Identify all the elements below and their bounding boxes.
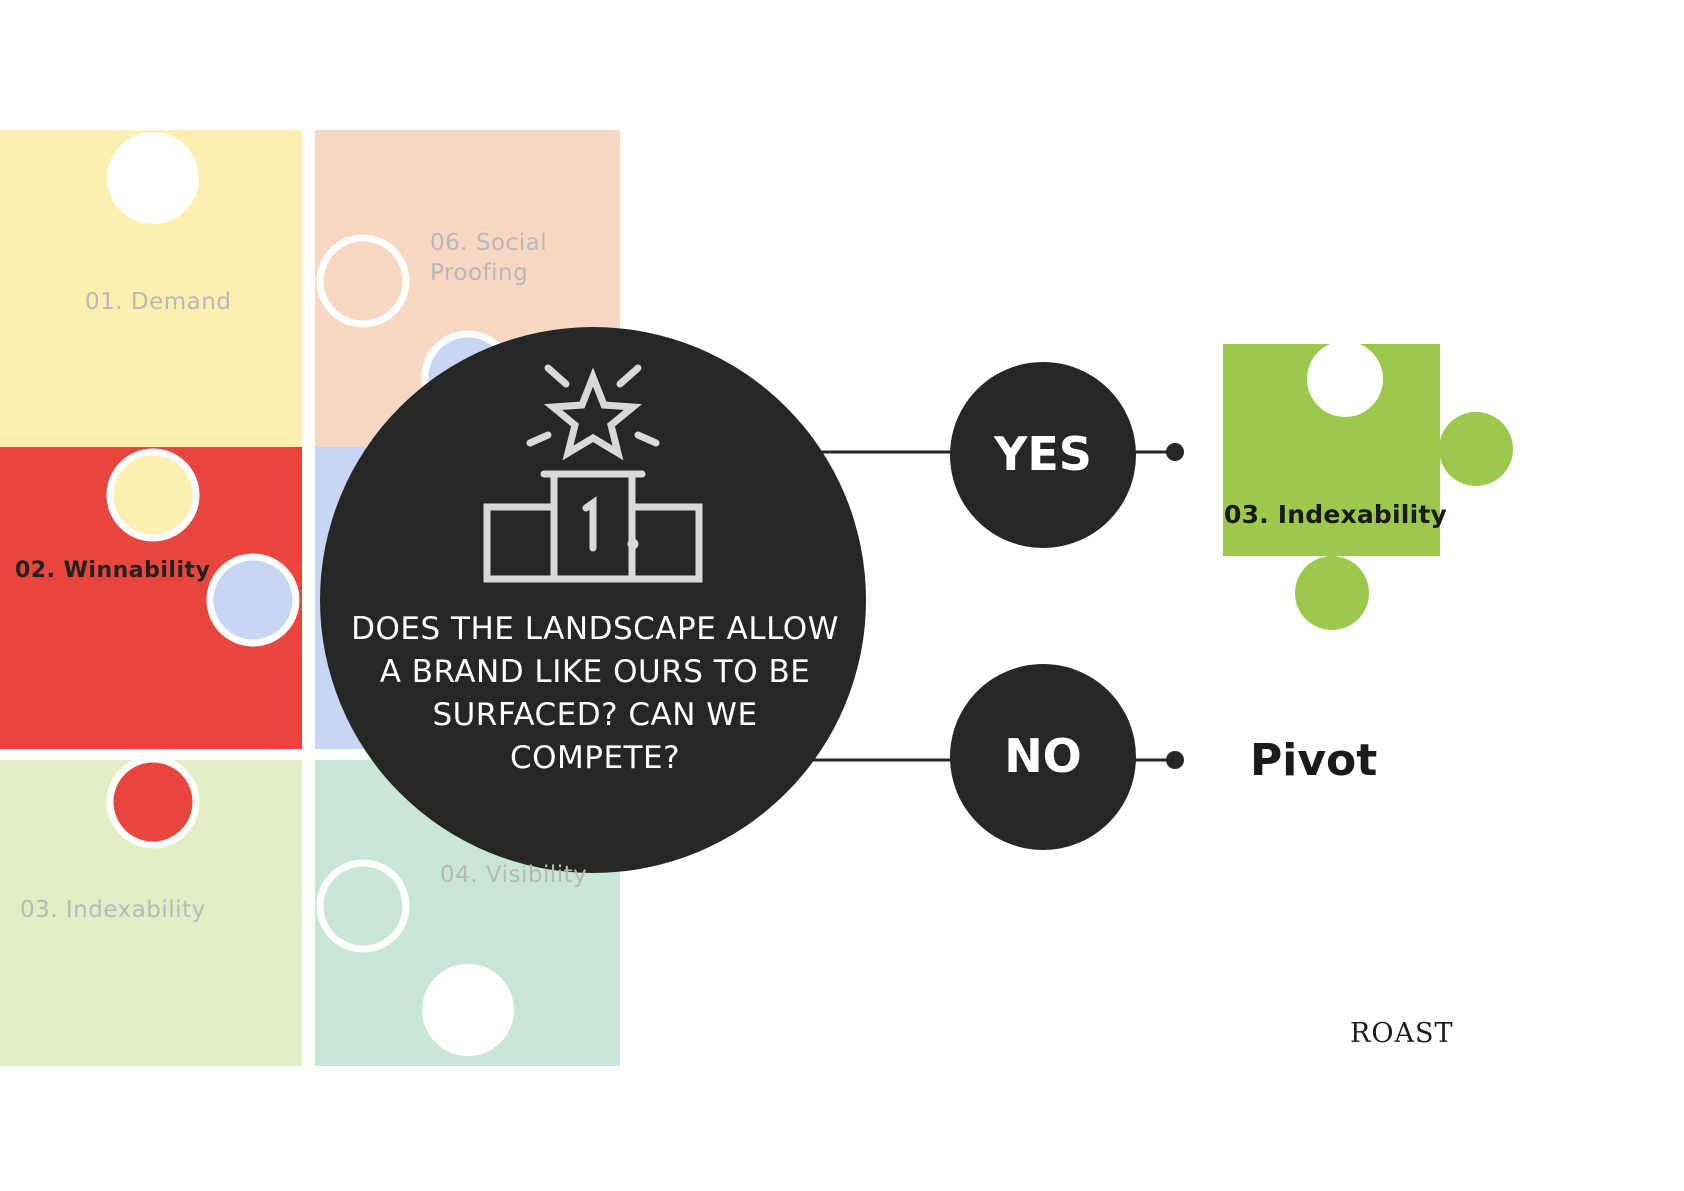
no-outcome-label: Pivot bbox=[1250, 735, 1378, 786]
piece-label-visibility: 04. Visibility bbox=[440, 862, 588, 888]
piece-label-demand: 01. Demand bbox=[85, 289, 232, 315]
blue-left-knob bbox=[206, 553, 300, 647]
roast-logo: ROAST bbox=[1350, 1018, 1454, 1049]
green-top-socket bbox=[1307, 341, 1383, 417]
question-text: DOES THE LANDSCAPE ALLOW A BRAND LIKE OU… bbox=[351, 611, 839, 776]
visibility-left-knob bbox=[316, 859, 410, 953]
piece-label-winnability: 02. Winnability bbox=[15, 558, 211, 583]
piece-label-social-proofing: 06. Social Proofing bbox=[430, 230, 548, 286]
green-bottom-knob bbox=[1295, 556, 1369, 630]
social-left-knob bbox=[316, 234, 410, 328]
yes-circle bbox=[950, 362, 1136, 548]
visibility-bottom-socket bbox=[422, 964, 514, 1056]
green-right-knob bbox=[1439, 412, 1513, 486]
piece-label-indexability: 03. Indexability bbox=[20, 897, 206, 923]
demand-top-socket bbox=[107, 132, 199, 224]
no-circle bbox=[950, 664, 1136, 850]
podium-star-icon bbox=[483, 364, 703, 583]
demand-bottom-knob bbox=[106, 448, 200, 542]
no-label: NO bbox=[1004, 729, 1082, 783]
yes-label: YES bbox=[994, 427, 1092, 481]
no-connector-dot bbox=[1166, 751, 1184, 769]
yes-connector-dot bbox=[1166, 443, 1184, 461]
yes-outcome-label: 03. Indexability bbox=[1224, 500, 1447, 529]
winnability-bottom-knob bbox=[106, 755, 200, 849]
question-circle bbox=[320, 327, 866, 873]
